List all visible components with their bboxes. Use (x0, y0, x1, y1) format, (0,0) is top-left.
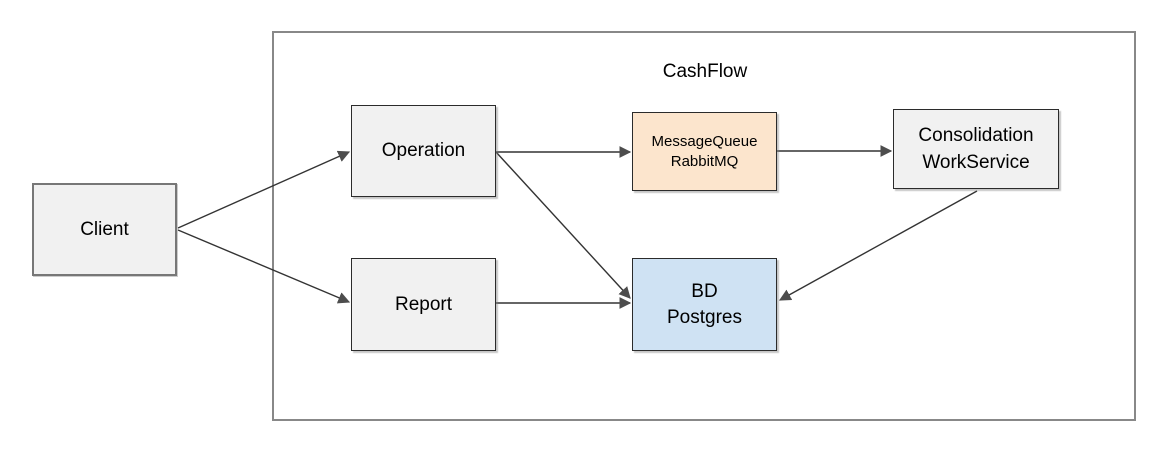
cashflow-group-frame (272, 31, 1136, 421)
node-report-label: Report (394, 293, 453, 315)
node-client: Client (32, 183, 177, 276)
node-bd-postgres-label-line2: Postgres (667, 306, 742, 328)
cashflow-group-title: CashFlow (662, 61, 748, 82)
node-message-queue-label-line2: RabbitMQ (670, 152, 739, 170)
node-report: Report (351, 258, 496, 351)
node-consolidation: Consolidation WorkService (893, 109, 1059, 189)
node-operation: Operation (351, 105, 496, 197)
node-bd-postgres: BD Postgres (632, 258, 777, 351)
node-consolidation-label-line2: WorkService (922, 152, 1030, 173)
node-consolidation-label-line1: Consolidation (918, 125, 1034, 146)
node-bd-postgres-label-line1: BD (691, 280, 718, 302)
node-message-queue: MessageQueue RabbitMQ (632, 112, 777, 191)
node-client-label: Client (80, 218, 129, 240)
node-message-queue-label-line1: MessageQueue (651, 132, 758, 150)
node-operation-label: Operation (381, 140, 466, 161)
